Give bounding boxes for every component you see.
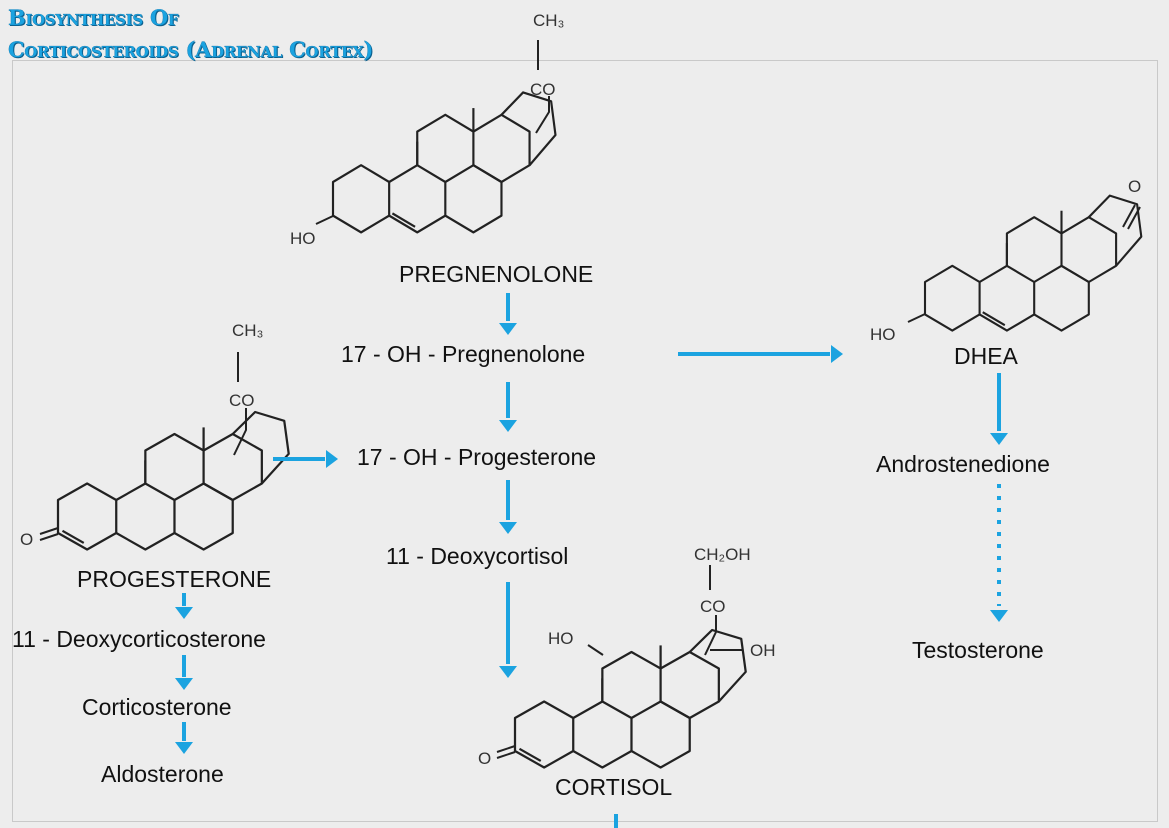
- diagram-title-line-1: Biosynthesis Of: [8, 5, 179, 30]
- label-11-deoxycortisol: 11 - Deoxycortisol: [386, 543, 569, 569]
- label-17oh-progesterone: 17 - OH - Progesterone: [357, 444, 597, 470]
- label-cortisol: CORTISOL: [555, 774, 673, 800]
- arrow-progesterone-to-11-deoxycorticosterone: [175, 593, 193, 619]
- arrow-corticosterone-to-aldosterone: [175, 722, 193, 754]
- label-dhea: DHEA: [954, 343, 1018, 369]
- dhea-o: O: [1128, 177, 1141, 196]
- progesterone-o: O: [20, 530, 33, 549]
- label-corticosterone: Corticosterone: [82, 694, 232, 720]
- label-progesterone: PROGESTERONE: [77, 566, 272, 592]
- arrow-progesterone-to-17oh-progesterone: [273, 450, 338, 468]
- pregnenolone-ch3: CH₃: [533, 11, 564, 30]
- dhea-ho: HO: [870, 325, 896, 344]
- label-androstenedione: Androstenedione: [876, 451, 1050, 477]
- label-pregnenolone: PREGNENOLONE: [399, 261, 594, 287]
- cortisol-ch2oh: CH₂OH: [694, 545, 751, 564]
- arrow-androstenedione-to-testosterone: [990, 484, 1008, 622]
- arrow-11-deoxycortisol-to-cortisol: [499, 582, 517, 678]
- arrow-11-deoxycorticosterone-to-corticosterone: [175, 655, 193, 690]
- progesterone-co: CO: [229, 391, 255, 410]
- arrow-dhea-to-androstenedione: [990, 373, 1008, 445]
- label-aldosterone: Aldosterone: [101, 761, 224, 787]
- pregnenolone-ho: HO: [290, 229, 316, 248]
- diagram-title-line-2: Corticosteroids (Adrenal Cortex): [8, 37, 374, 62]
- pregnenolone-structure: CH₃ CO HO: [290, 11, 564, 248]
- cortisol-ho: HO: [548, 629, 574, 648]
- label-testosterone: Testosterone: [912, 637, 1044, 663]
- cortisol-oh: OH: [750, 641, 776, 660]
- diagram-frame: [12, 60, 1158, 822]
- progesterone-structure: CH₃ CO O: [20, 321, 290, 551]
- dhea-structure: O HO: [870, 177, 1143, 344]
- arrow-pregnenolone-to-17oh-pregnenolone: [499, 293, 517, 335]
- cortisol-co: CO: [700, 597, 726, 616]
- cortisol-structure: CH₂OH CO OH HO O: [478, 545, 776, 769]
- label-11-deoxycorticosterone: 11 - Deoxycorticosterone: [12, 626, 266, 652]
- arrow-17oh-pregnenolone-to-17oh-progesterone: [499, 382, 517, 432]
- arrow-17oh-progesterone-to-11-deoxycortisol: [499, 480, 517, 534]
- cortisol-o: O: [478, 749, 491, 768]
- progesterone-ch3: CH₃: [232, 321, 263, 340]
- arrow-17oh-pregnenolone-to-dhea: [678, 345, 843, 363]
- label-17oh-pregnenolone: 17 - OH - Pregnenolone: [341, 341, 586, 367]
- pregnenolone-co: CO: [530, 80, 556, 99]
